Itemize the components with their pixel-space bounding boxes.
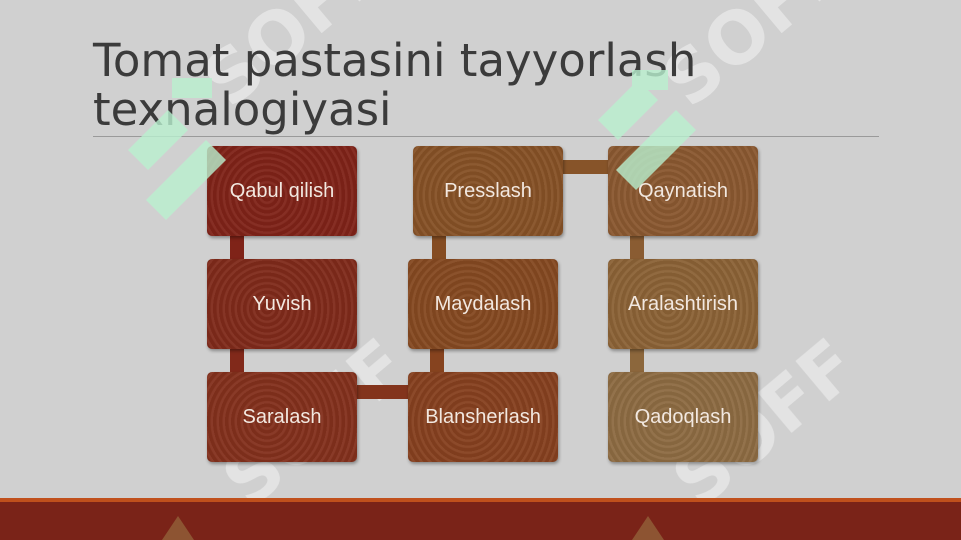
step-blansherlash: Blansherlash (408, 372, 558, 462)
connector-qabul-yuvish (230, 234, 244, 262)
step-maydalash: Maydalash (408, 259, 558, 349)
step-aralashtirish: Aralashtirish (608, 259, 758, 349)
title-divider (93, 136, 879, 137)
connector-presslash-qaynatish (560, 160, 612, 174)
footer-band (0, 502, 961, 540)
connector-aralashtirish-qadoqlash (630, 346, 644, 374)
connector-blansherlash-maydalash (430, 346, 444, 374)
step-presslash: Presslash (413, 146, 563, 236)
connector-maydalash-presslash (432, 234, 446, 262)
step-yuvish: Yuvish (207, 259, 357, 349)
step-qadoqlash: Qadoqlash (608, 372, 758, 462)
step-saralash: Saralash (207, 372, 357, 462)
connector-yuvish-saralash (230, 346, 244, 374)
step-qabul-qilish: Qabul qilish (207, 146, 357, 236)
footer-accent-line (0, 498, 961, 502)
page-title: Tomat pastasini tayyorlash texnalogiyasi (93, 34, 697, 136)
connector-qaynatish-aralashtirish (630, 234, 644, 262)
step-qaynatish: Qaynatish (608, 146, 758, 236)
connector-saralash-blansherlash (355, 385, 410, 399)
